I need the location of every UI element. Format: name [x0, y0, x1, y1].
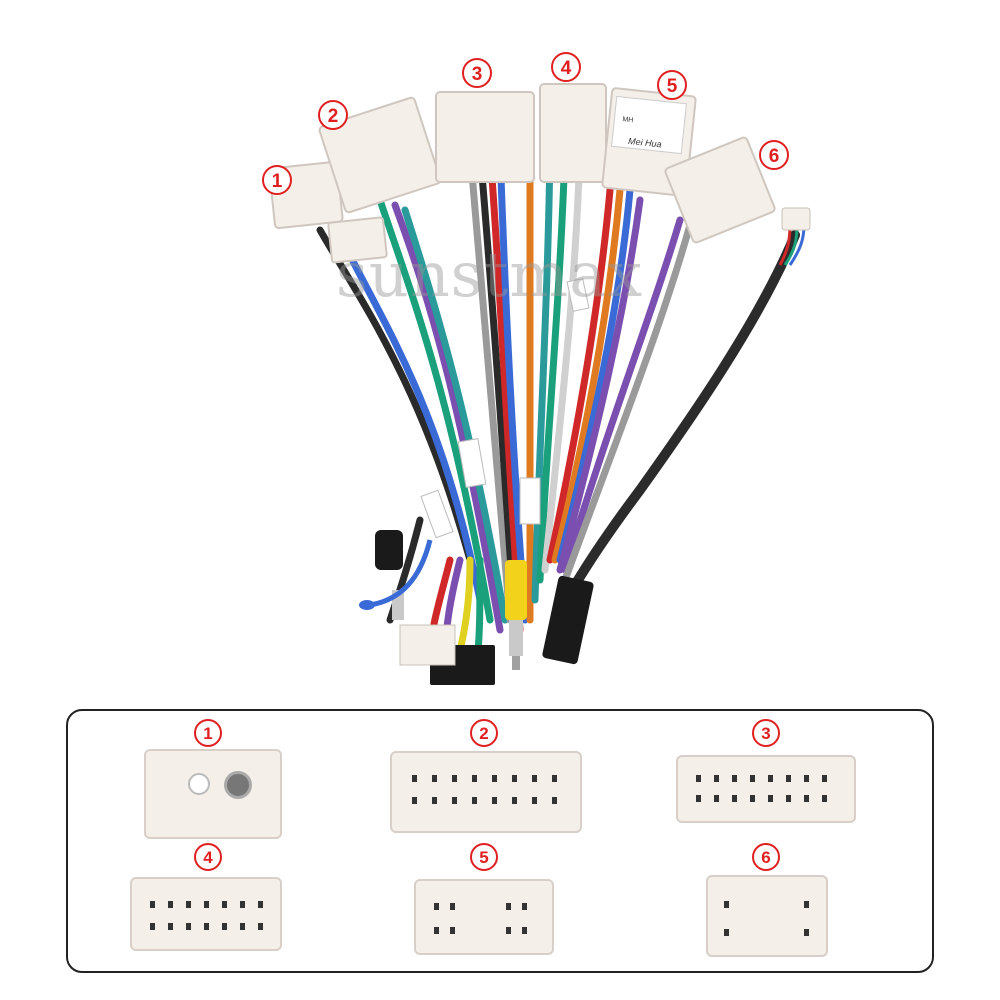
callout-2: 2 — [318, 100, 348, 130]
callout-5: 5 — [657, 70, 687, 100]
connector-5 — [414, 879, 554, 955]
label-text-meihua: Mei Hua — [628, 136, 662, 149]
connector-3 — [676, 755, 856, 823]
connector-detail-panel: 1 2 3 4 5 6 — [66, 709, 934, 973]
callout-4: 4 — [551, 52, 581, 82]
panel-label-6: 6 — [752, 843, 780, 871]
callout-6: 6 — [759, 140, 789, 170]
label-text-mh: MH — [622, 116, 634, 124]
callout-1: 1 — [262, 165, 292, 195]
connector-6 — [706, 875, 828, 957]
panel-label-4: 4 — [194, 843, 222, 871]
panel-label-5: 5 — [470, 843, 498, 871]
connector-1 — [144, 749, 282, 839]
panel-label-2: 2 — [470, 719, 498, 747]
wiring-harness-photo: MH Mei Hua sunstmax 1 2 3 4 5 6 — [262, 52, 811, 685]
harness-illustration: MH Mei Hua — [268, 83, 811, 685]
connector-2 — [390, 751, 582, 833]
panel-label-3: 3 — [752, 719, 780, 747]
panel-label-1: 1 — [194, 719, 222, 747]
callout-3: 3 — [462, 58, 492, 88]
connector-4 — [130, 877, 282, 951]
watermark-text: sunstmax — [336, 238, 644, 311]
